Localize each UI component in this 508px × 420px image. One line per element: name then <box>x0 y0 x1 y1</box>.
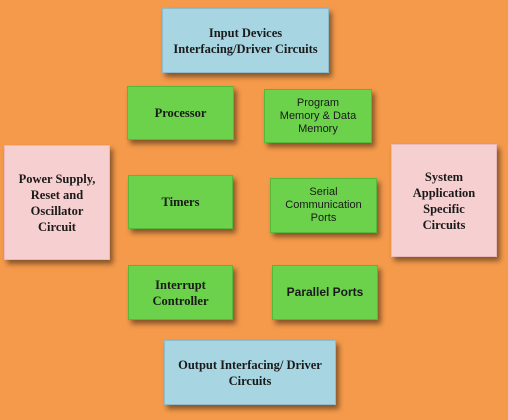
interrupt-controller-label: Interrupt Controller <box>152 277 209 308</box>
power-supply-label: Power Supply, Reset and Oscillator Circu… <box>18 171 96 234</box>
output-interfacing-label: Output Interfacing/ Driver Circuits <box>178 357 322 388</box>
system-application-box: System Application Specific Circuits <box>391 144 497 257</box>
power-supply-box: Power Supply, Reset and Oscillator Circu… <box>4 145 110 260</box>
output-interfacing-box: Output Interfacing/ Driver Circuits <box>164 340 336 405</box>
interrupt-controller-block: Interrupt Controller <box>128 265 233 320</box>
program-memory-label: Program Memory & Data Memory <box>279 96 357 135</box>
processor-block: Processor <box>127 86 234 140</box>
timers-block: Timers <box>128 175 233 229</box>
timers-label: Timers <box>161 195 200 209</box>
input-devices-box: Input Devices Interfacing/Driver Circuit… <box>162 8 329 73</box>
serial-ports-label: Serial Communication Ports <box>285 186 362 224</box>
serial-ports-block: Serial Communication Ports <box>270 178 377 233</box>
parallel-ports-label: Parallel Ports <box>286 285 364 299</box>
processor-label: Processor <box>154 106 207 120</box>
input-devices-label: Input Devices Interfacing/Driver Circuit… <box>173 25 318 56</box>
parallel-ports-block: Parallel Ports <box>272 265 378 320</box>
system-application-label: System Application Specific Circuits <box>412 169 476 232</box>
program-memory-block: Program Memory & Data Memory <box>264 89 372 143</box>
